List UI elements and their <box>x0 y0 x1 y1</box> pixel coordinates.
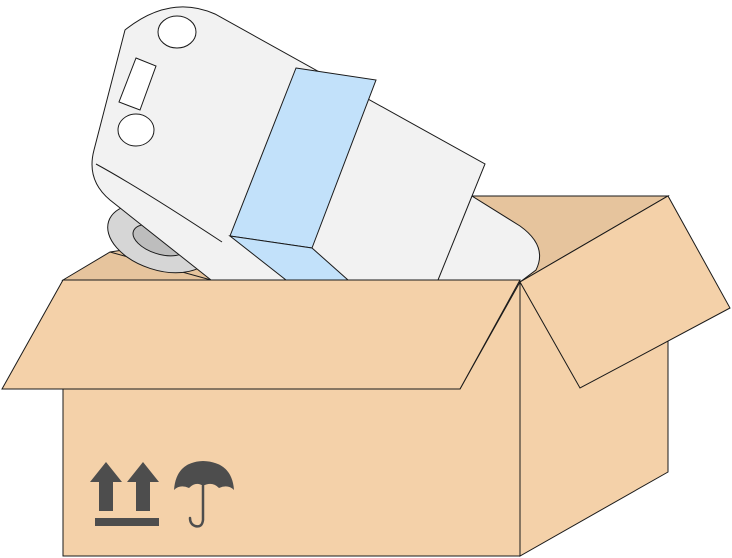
car-headlight-top <box>157 15 197 49</box>
car-roof-crease <box>95 163 223 243</box>
box-side-flap <box>519 195 731 389</box>
umbrella-canopy <box>174 461 234 490</box>
box-front-flap <box>1 279 521 390</box>
this-way-up-icon <box>90 462 159 526</box>
up-arrow-left <box>90 462 122 511</box>
car-headlight-bottom <box>117 113 155 147</box>
keep-dry-umbrella-icon <box>174 461 234 528</box>
car-license-plate <box>118 57 157 111</box>
toy-car <box>91 6 540 283</box>
this-way-up-base-line <box>95 518 159 526</box>
umbrella-handle <box>188 484 205 528</box>
car-rear-crease <box>437 195 473 281</box>
up-arrow-right <box>127 462 159 511</box>
